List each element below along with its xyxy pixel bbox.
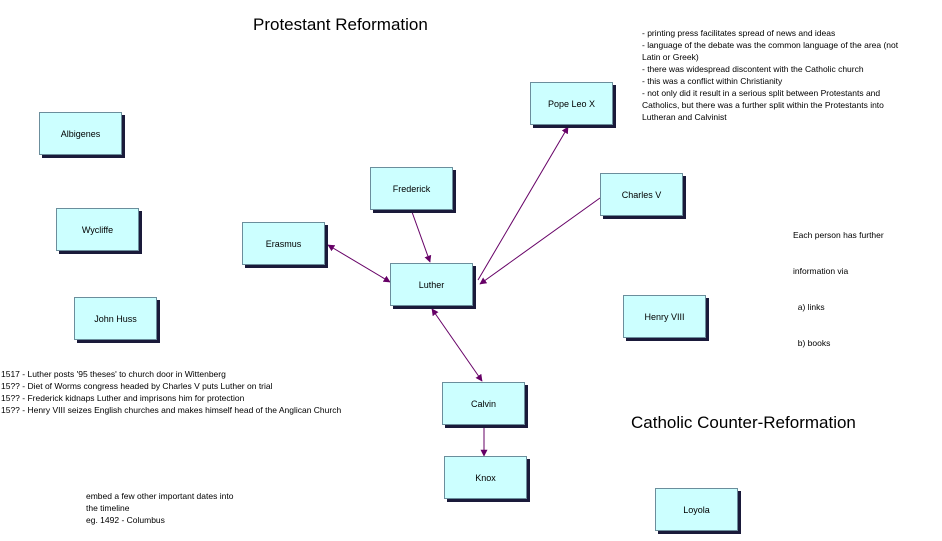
note-line: the timeline xyxy=(86,503,130,513)
node-wycliffe[interactable]: Wycliffe xyxy=(56,208,139,251)
person-info-note: Each person has further information via … xyxy=(793,205,884,361)
node-erasmus[interactable]: Erasmus xyxy=(242,222,325,265)
title-protestant-reformation: Protestant Reformation xyxy=(253,15,428,34)
timeline-entry: 1517 - Luther posts '95 theses' to churc… xyxy=(1,369,226,379)
note-line: information via xyxy=(793,266,849,276)
note-line: - this was a conflict within Christianit… xyxy=(642,76,783,86)
note-line: Latin or Greek) xyxy=(642,52,699,62)
note-line: Catholics, but there was a further split… xyxy=(642,100,884,110)
edge-luther-calvin xyxy=(431,308,483,382)
title-catholic-counter-reformation: Catholic Counter-Reformation xyxy=(631,413,856,432)
note-line: b) books xyxy=(793,338,831,348)
note-line: - printing press facilitates spread of n… xyxy=(642,28,836,38)
note-line: - not only did it result in a serious sp… xyxy=(642,88,881,98)
node-henry-viii[interactable]: Henry VIII xyxy=(623,295,706,338)
note-line: eg. 1492 - Columbus xyxy=(86,515,165,525)
node-calvin[interactable]: Calvin xyxy=(442,382,525,425)
reformation-points-note: - printing press facilitates spread of n… xyxy=(642,27,898,123)
edge-luther-pope-leo-x xyxy=(477,126,569,281)
note-line: a) links xyxy=(793,302,825,312)
node-knox[interactable]: Knox xyxy=(444,456,527,499)
note-line: Each person has further xyxy=(793,230,884,240)
edge-frederick-luther xyxy=(411,211,432,263)
note-line: - there was widespread discontent with t… xyxy=(642,64,864,74)
timeline-entry: 15?? - Frederick kidnaps Luther and impr… xyxy=(1,393,245,403)
note-line: Lutheran and Calvinist xyxy=(642,112,727,122)
node-loyola[interactable]: Loyola xyxy=(655,488,738,531)
timeline-note: 1517 - Luther posts '95 theses' to churc… xyxy=(1,368,341,416)
edge-erasmus-luther xyxy=(327,244,391,283)
node-luther[interactable]: Luther xyxy=(390,263,473,306)
timeline-entry: 15?? - Diet of Worms congress headed by … xyxy=(1,381,273,391)
timeline-entry: 15?? - Henry VIII seizes English churche… xyxy=(1,405,342,415)
node-albigenes[interactable]: Albigenes xyxy=(39,112,122,155)
note-line: embed a few other important dates into xyxy=(86,491,234,501)
node-charles-v[interactable]: Charles V xyxy=(600,173,683,216)
timeline-todo-note: embed a few other important dates into t… xyxy=(86,490,233,526)
edge-charles-v-luther xyxy=(479,197,601,285)
node-john-huss[interactable]: John Huss xyxy=(74,297,157,340)
note-line: - language of the debate was the common … xyxy=(642,40,899,50)
node-frederick[interactable]: Frederick xyxy=(370,167,453,210)
node-pope-leo-x[interactable]: Pope Leo X xyxy=(530,82,613,125)
